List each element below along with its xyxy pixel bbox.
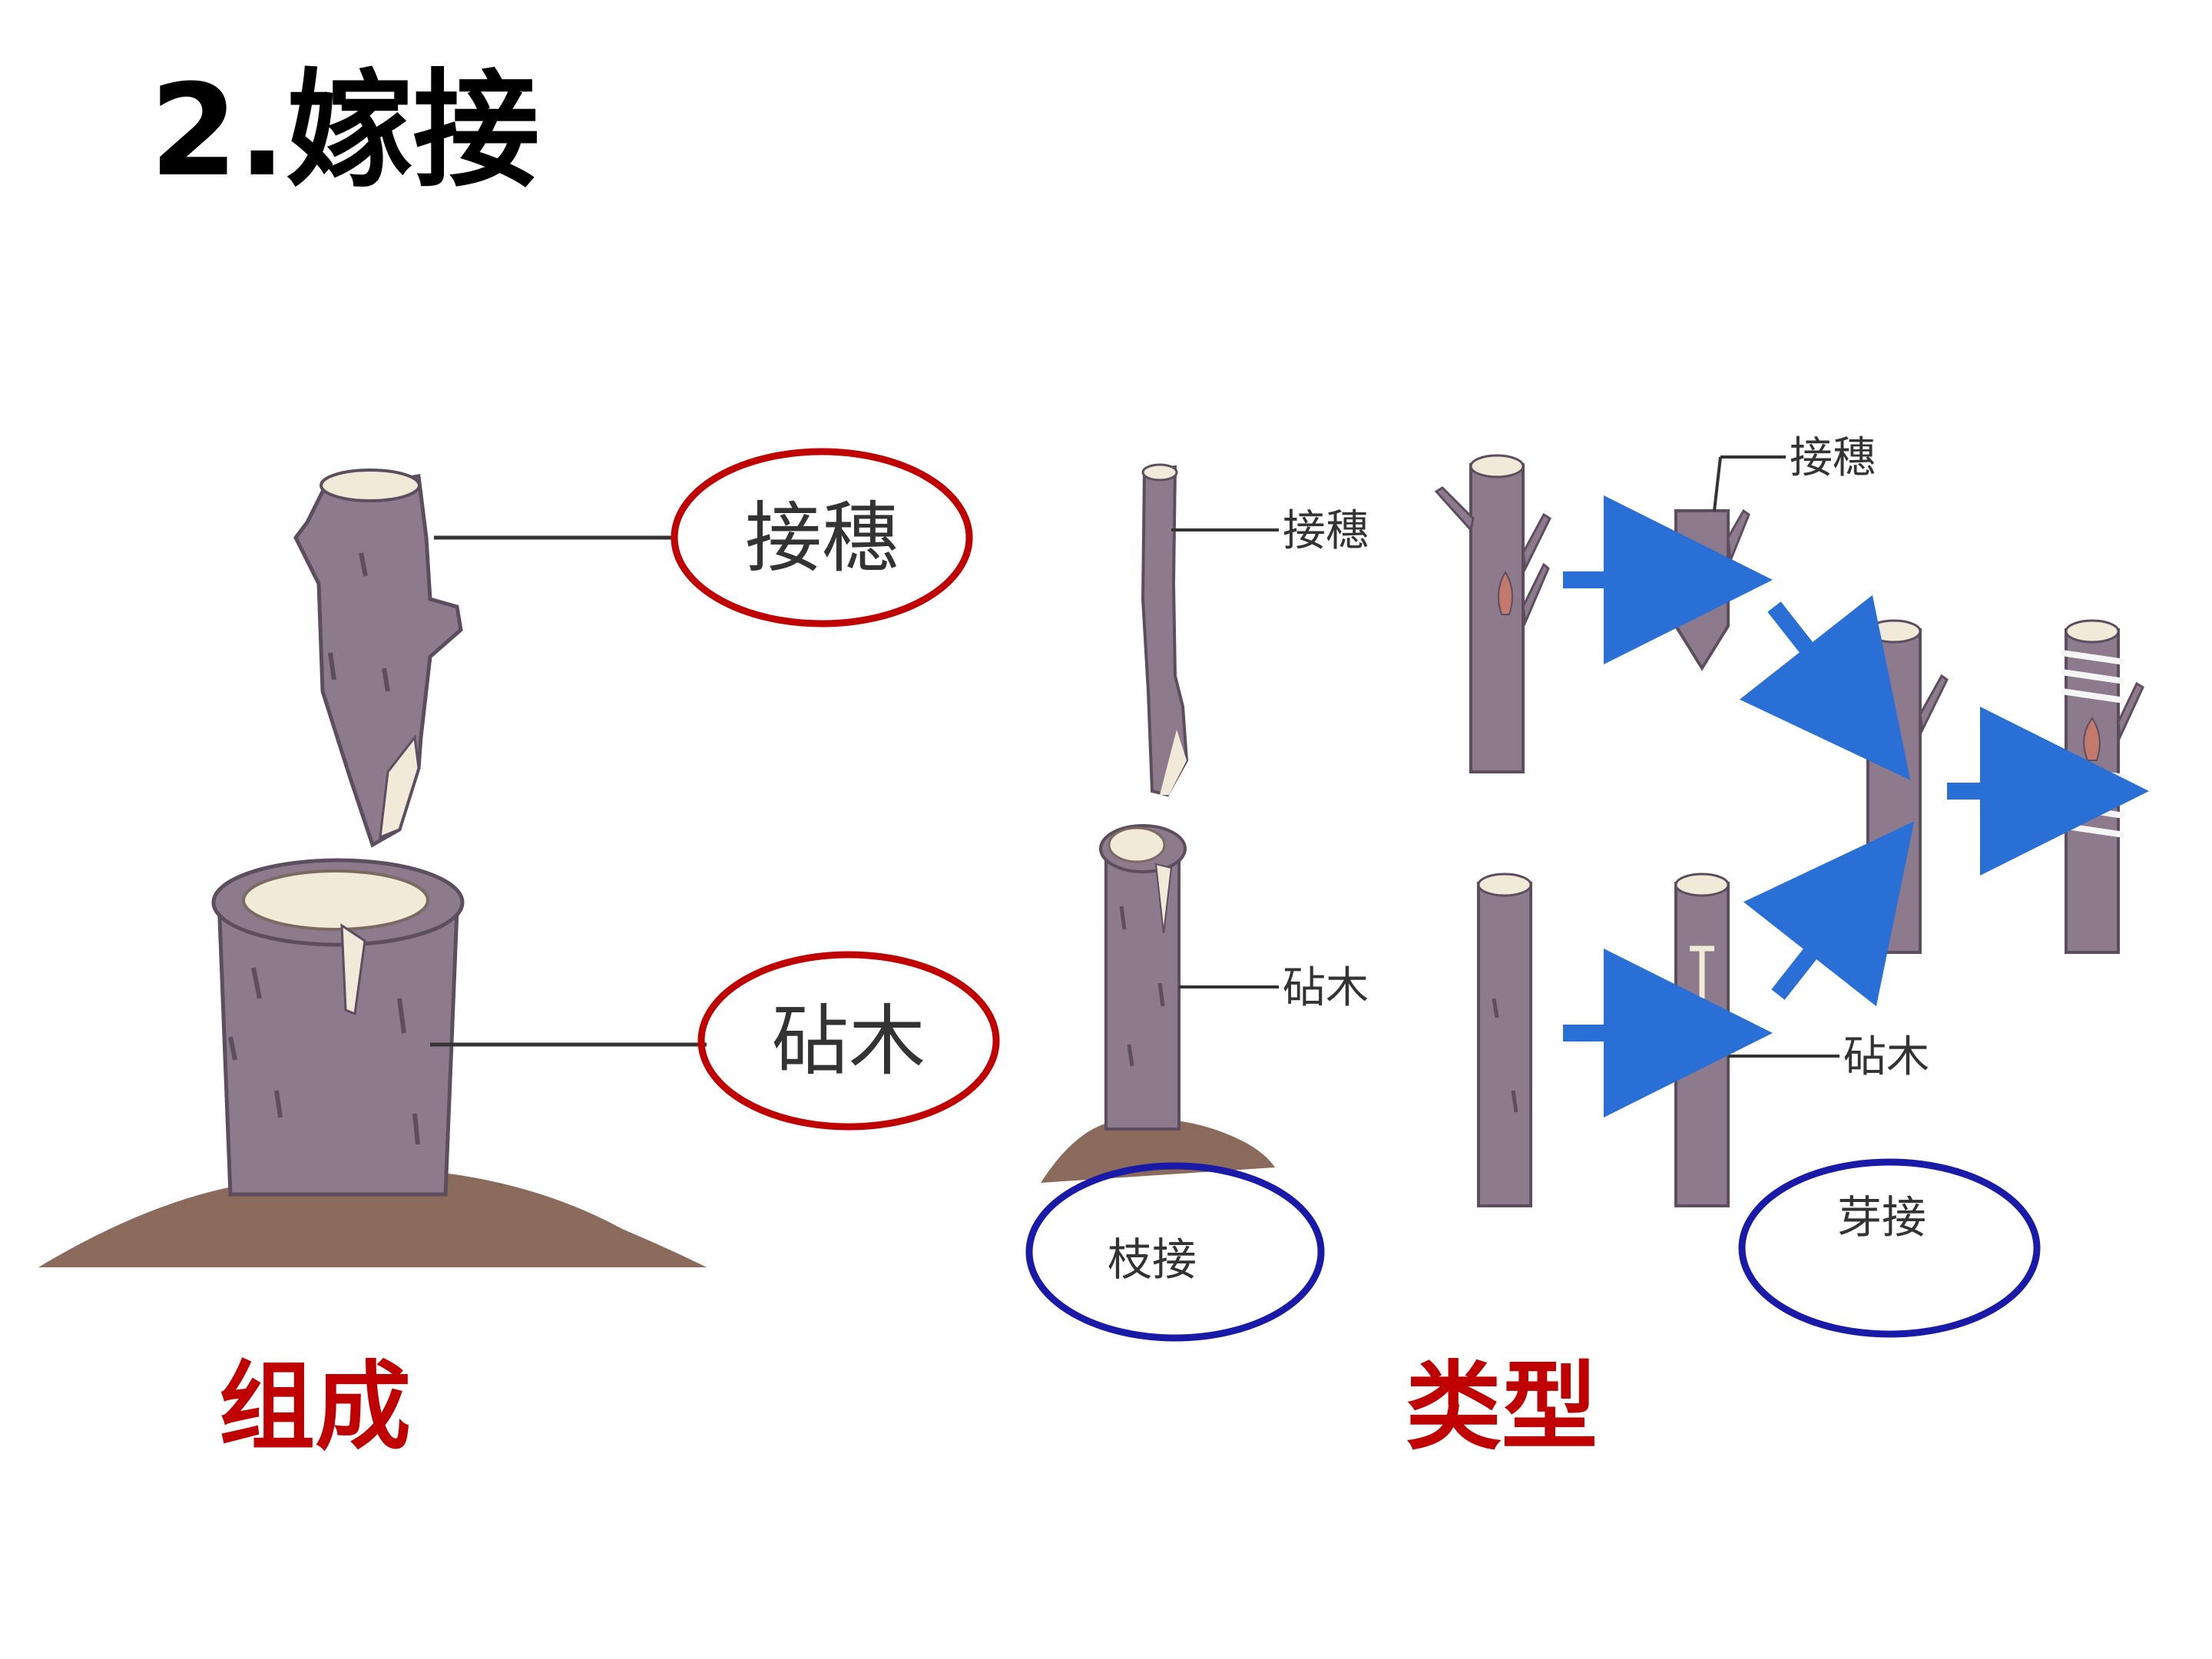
arrow-icon (1739, 594, 1911, 780)
page-title: 2.嫁接 (150, 57, 540, 204)
bud-source-stem (1434, 454, 1551, 773)
bud-graft-method-circle (1738, 1158, 2041, 1338)
cut-bud-piece (1674, 455, 1786, 671)
composition-diagram: 接穗 砧木 (38, 448, 1000, 1267)
bud-graft-scion-label: 接穗 (1790, 433, 1876, 483)
rootstock-label-circle (697, 951, 1000, 1131)
rootstock-label: 砧木 (772, 996, 926, 1086)
bud-graft-step-arrows (1563, 495, 2149, 1118)
scion-label: 接穗 (745, 493, 899, 583)
caption-composition: 组成 (219, 1352, 411, 1463)
branch-graft-scion-label: 接穗 (1283, 506, 1369, 556)
rootstock-stump (211, 858, 465, 1197)
inserted-bud-stem (1866, 619, 1949, 954)
branch-graft-method-circle (1025, 1162, 1325, 1342)
branch-grafting-diagram: 接穗 砧木 枝接 (1025, 463, 1369, 1342)
caption-types: 类型 (1406, 1352, 1598, 1463)
t-cut-rootstock-stem (1674, 873, 1839, 1207)
soil-mound (38, 1171, 707, 1267)
bud-rootstock-stem (1477, 873, 1532, 1207)
branch-graft-method-label: 枝接 (1108, 1233, 1197, 1286)
bud-graft-rootstock-label: 砧木 (1843, 1032, 1929, 1082)
branch-graft-rootstock-label: 砧木 (1283, 963, 1369, 1013)
scion-piece (293, 469, 463, 848)
wrapped-graft-stem (2061, 619, 2144, 954)
arrow-icon (1743, 821, 1915, 1007)
scion-label-circle (671, 448, 973, 628)
bud-grafting-diagram: 接穗 砧木 (1434, 433, 2149, 1338)
bud-graft-method-label: 芽接 (1837, 1191, 1926, 1243)
rootstock-cut-surface (242, 869, 429, 931)
